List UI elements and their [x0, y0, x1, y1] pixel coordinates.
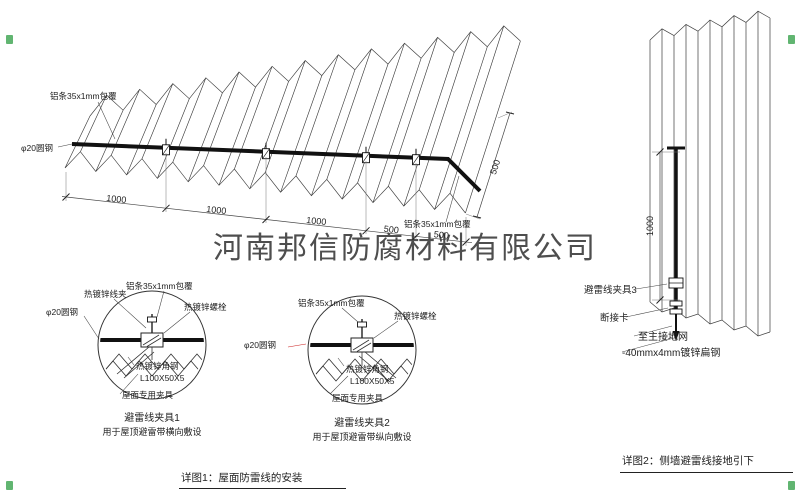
to-ground-arrow: [672, 331, 680, 341]
stamp-mark: [788, 35, 795, 44]
wall-corrugation-lines: [649, 10, 771, 337]
detail2-subtitle: 用于屋顶避雷带纵向敷设: [312, 431, 411, 442]
label-angle-steel: 热镀锌角钢: [346, 364, 389, 374]
leader-rod-red: [287, 343, 307, 348]
leader-angle: [127, 356, 135, 366]
clamp-hatch: [142, 334, 162, 347]
label-rod: φ20圆钢: [46, 307, 78, 317]
caption-figure-1: 详图1：屋面防雷线的安装: [179, 471, 346, 489]
leader-strip-right: [445, 175, 460, 223]
bolt-nut: [357, 321, 367, 328]
label-strip: 铝条35x1mm包覆: [126, 281, 193, 291]
detail2-title: 避雷线夹具2: [334, 416, 390, 429]
leader-strip: [156, 290, 165, 318]
label-to-ground: 至主接地网: [638, 330, 688, 343]
label-bolt: 热镀锌螺栓: [184, 302, 227, 312]
dim-label-500-b: 500: [433, 229, 449, 241]
caption-fig2-text: 详图2：侧墙避雷线接地引下: [622, 454, 754, 467]
roof-corrugation-lines: [64, 25, 521, 214]
right-dim-extensions: [465, 111, 513, 220]
caption-fig1-text: 详图1：屋面防雷线的安装: [181, 471, 303, 484]
stamp-mark: [788, 481, 795, 490]
label-flat-steel: -40mmx4mm镀锌扁钢: [622, 346, 720, 359]
leader-angle: [337, 357, 345, 367]
corrugation-line: [649, 10, 771, 337]
leader-wire-clip: [113, 298, 147, 329]
leader-flat-steel: [621, 337, 675, 353]
dim-label-1000-c: 1000: [306, 215, 327, 227]
wire-clamp: [162, 138, 170, 156]
leader-bolt: [373, 320, 399, 339]
corrugation-line: [64, 25, 521, 214]
caption-figure-2: 详图2：侧墙避雷线接地引下: [620, 454, 793, 473]
detail-view-clamp-1: 热镀锌线夹 铝条35x1mm包覆 热镀锌螺栓 φ20圆钢 热镀锌角钢 L100X…: [46, 281, 227, 437]
detail-2-contents: [310, 319, 414, 383]
clamp-hatch: [352, 339, 372, 352]
stamp-mark: [6, 481, 13, 490]
wall-clamp-3: [668, 277, 684, 289]
wall-dim-label: 1000: [645, 216, 655, 236]
leader-rod: [83, 315, 100, 340]
leader-roof-clamp: [119, 373, 139, 395]
leader-roof-clamp: [329, 375, 349, 395]
leader-clamp3: [635, 283, 668, 290]
label-aluminum-strip-right: 铝条35x1mm包覆: [404, 219, 471, 229]
label-rod-red: φ20圆钢: [244, 340, 276, 350]
label-roof-clamp: 屋面专用夹具: [332, 393, 384, 403]
label-disconnect: 断接卡: [600, 312, 629, 324]
dim-label-1000-b: 1000: [206, 204, 227, 216]
dim-label-1000-a: 1000: [106, 193, 127, 205]
label-wire-clip: 热镀锌线夹: [84, 289, 127, 299]
detail-1-contents: [100, 314, 204, 379]
detail-view-clamp-2: 铝条35x1mm包覆 热镀锌螺栓 φ20圆钢 热镀锌角钢 L100X50X5 屋…: [244, 295, 437, 442]
label-roof-clamp: 屋面专用夹具: [122, 390, 174, 400]
label-angle-spec: L100X50X5: [140, 373, 185, 383]
roof-section-zigzag-2: [315, 358, 414, 375]
wall-dim-extensions: [652, 151, 680, 301]
label-aluminum-strip-top: 铝条35x1mm包覆: [50, 91, 117, 101]
lightning-wire: [71, 142, 482, 193]
roof-isometric-view: 1000 1000 1000 500 500 500 铝条35x1mm包覆 φ2…: [21, 25, 521, 246]
wall-side-view: 1000 避雷线夹具3 断接卡 至主接地网 -40mmx4mm镀锌扁钢: [584, 10, 771, 359]
leader-disconnect: [625, 307, 669, 318]
dim-label-500-right: 500: [488, 158, 502, 175]
dimension-ticks: [62, 193, 470, 246]
leader-bolt: [163, 311, 191, 334]
detail1-subtitle: 用于屋顶避雷带横向敷设: [102, 426, 201, 437]
wall-dimension-ticks: [656, 148, 664, 304]
company-watermark: 河南邦信防腐材料有限公司: [213, 232, 597, 265]
label-angle-steel: 热镀锌角钢: [136, 361, 179, 371]
leader-to-ground: [633, 325, 673, 337]
label-round-steel: φ20圆钢: [21, 143, 53, 153]
wire-clamp: [262, 142, 270, 160]
clamp-body: [140, 332, 164, 348]
label-clamp3: 避雷线夹具3: [584, 284, 637, 296]
bottom-dimension-line: [61, 196, 473, 244]
label-angle-spec: L100X50X5: [350, 376, 395, 386]
label-strip: 铝条35x1mm包覆: [298, 298, 365, 308]
stamp-mark: [6, 35, 13, 44]
dimension-extension-lines: [65, 153, 467, 246]
bolt-nut: [147, 316, 157, 323]
leader-strip: [341, 307, 359, 323]
label-bolt: 热镀锌螺栓: [394, 311, 437, 321]
right-dimension-line: [476, 112, 511, 218]
wire-clamp: [362, 146, 370, 164]
clamp-body: [350, 337, 374, 353]
angle-steel-profile: [116, 346, 155, 379]
leader-strip-top: [97, 101, 116, 140]
angle-steel-profile: [358, 351, 397, 383]
wire-clamp: [412, 148, 420, 166]
leader-rod: [57, 143, 73, 148]
dim-label-500-a: 500: [383, 224, 399, 236]
roof-section-zigzag-2: [105, 353, 204, 370]
detail1-title: 避雷线夹具1: [124, 411, 180, 424]
